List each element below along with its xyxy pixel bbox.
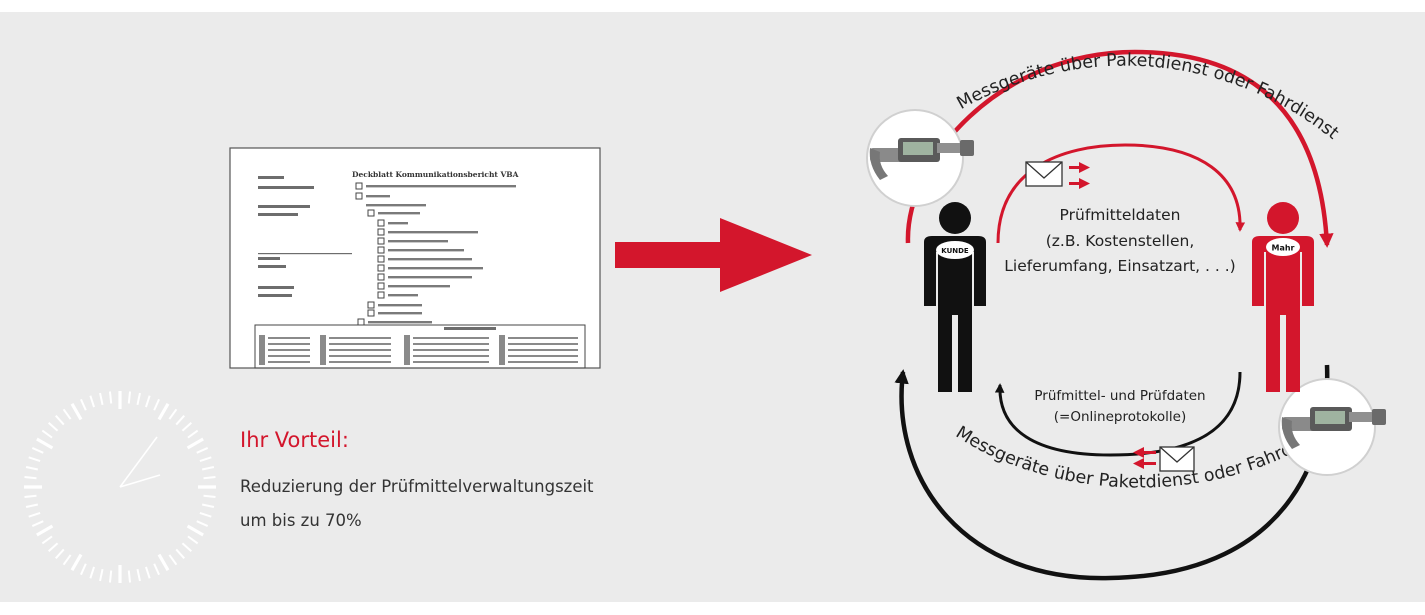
clock-tick <box>108 570 113 583</box>
data-to-mahr-line3: Lieferumfang, Einsatzart, . . .) <box>1004 257 1235 275</box>
clock-tick <box>99 568 104 582</box>
clock-tick <box>203 475 216 480</box>
clock-hand-minute <box>119 436 158 488</box>
clock-tick <box>31 520 44 527</box>
clock-tick <box>25 466 39 471</box>
clock-tick <box>145 566 151 579</box>
clock-tick <box>136 568 141 582</box>
clock-tick <box>47 542 59 552</box>
data-to-mahr-line2: (z.B. Kostenstellen, <box>1046 232 1195 250</box>
clock-tick <box>28 512 41 518</box>
document-checkboxes <box>355 182 385 326</box>
clock-hand-hour <box>119 474 161 488</box>
advantage-text: Reduzierung der Prüfmittelverwaltungszei… <box>240 470 594 538</box>
clock-tick <box>145 395 151 408</box>
clock-icon <box>24 391 216 583</box>
data-to-customer-arrow <box>994 371 1242 457</box>
clock-tick <box>80 398 87 411</box>
clock-tick <box>62 554 72 566</box>
customer-figure <box>924 202 986 392</box>
clock-tick <box>31 447 44 454</box>
envelope-icon <box>1025 161 1063 187</box>
mahr-figure <box>1252 202 1314 392</box>
clock-tick <box>136 392 141 406</box>
clock-tick <box>36 524 54 537</box>
micrometer-icon <box>866 109 974 207</box>
clock-tick <box>187 535 199 545</box>
clock-tick <box>70 553 83 571</box>
mahr-badge-label: Mahr <box>1272 244 1295 253</box>
clock-tick <box>186 437 204 450</box>
clock-tick <box>99 392 104 406</box>
clock-tick <box>55 414 65 426</box>
clock-tick <box>199 512 212 518</box>
clock-tick <box>181 542 193 552</box>
clock-tick <box>201 466 215 471</box>
customer-badge-label: KUNDE <box>941 247 969 255</box>
clock-tick <box>196 520 209 527</box>
clock-tick <box>168 408 178 420</box>
clock-tick <box>55 548 65 560</box>
clock-tick <box>157 553 170 571</box>
clock-tick <box>41 429 53 439</box>
clock-tick <box>108 391 113 404</box>
clock-tick <box>127 570 132 583</box>
data-to-mahr-line1: Prüfmitteldaten <box>1060 206 1181 224</box>
clock-tick <box>175 414 185 426</box>
clock-tick <box>24 494 37 499</box>
clock-tick <box>89 395 95 408</box>
envelope-icon <box>1159 446 1195 472</box>
document-title: Deckblatt Kommunikationsbericht VBA <box>352 170 519 179</box>
send-arrows-icon <box>1069 162 1090 189</box>
clock-tick <box>196 447 209 454</box>
receive-arrows-icon <box>1133 447 1156 469</box>
clock-tick <box>28 456 41 462</box>
clock-tick <box>41 535 53 545</box>
advantage-title: Ihr Vorteil: <box>240 428 349 452</box>
advantage-line-1: Reduzierung der Prüfmittelverwaltungszei… <box>240 477 594 496</box>
clock-tick <box>201 503 215 508</box>
clock-tick <box>181 422 193 432</box>
document-left-address <box>258 176 352 297</box>
mahr-badge <box>1266 238 1300 256</box>
top-arc-label: Messgeräte über Paketdienst oder Fahrdie… <box>954 51 1343 144</box>
clock-tick <box>89 566 95 579</box>
clock-tick <box>186 524 204 537</box>
big-arrow-icon <box>615 218 812 292</box>
data-to-customer-line1: Prüfmittel- und Prüfdaten <box>1034 388 1205 404</box>
clock-tick <box>25 503 39 508</box>
micrometer-icon <box>1278 378 1386 476</box>
clock-tick <box>175 548 185 560</box>
clock-tick <box>24 475 37 480</box>
data-to-mahr-arrow <box>996 143 1246 244</box>
clock-tick <box>203 494 216 499</box>
clock-tick <box>47 422 59 432</box>
clock-tick <box>62 408 72 420</box>
clock-tick <box>127 391 132 404</box>
data-to-customer-line2: (=Onlineprotokolle) <box>1054 409 1186 425</box>
clock-tick <box>70 403 83 421</box>
clock-tick <box>80 563 87 576</box>
advantage-line-2: um bis zu 70% <box>240 511 362 530</box>
document-check-lines <box>366 185 516 324</box>
customer-badge <box>936 241 974 259</box>
clock-tick <box>199 456 212 462</box>
clock-tick <box>157 403 170 421</box>
document-bottom-table <box>254 324 586 369</box>
document-thumbnail: Deckblatt Kommunikationsbericht VBA <box>229 147 601 369</box>
clock-tick <box>168 554 178 566</box>
clock-tick <box>153 398 160 411</box>
clock-tick <box>153 563 160 576</box>
clock-tick <box>187 429 199 439</box>
clock-tick <box>36 437 54 450</box>
